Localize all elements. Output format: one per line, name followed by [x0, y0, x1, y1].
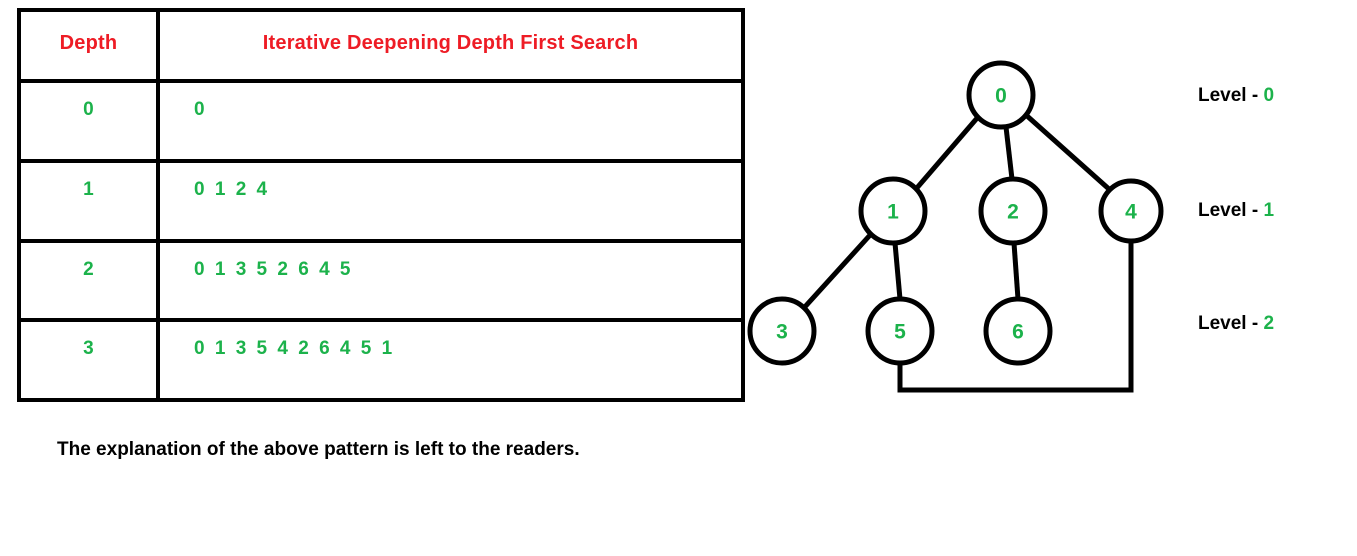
edge-5-4 [897, 238, 1134, 393]
node-circle [983, 296, 1053, 366]
node-3[interactable]: 3 [747, 296, 817, 366]
level-number: 0 [1263, 85, 1275, 106]
depth-value: 0 [83, 99, 94, 121]
edge-0-4 [1022, 111, 1114, 194]
sequence-value: 0 1 3 5 4 2 6 4 5 1 [194, 338, 395, 360]
edge-1-5 [892, 240, 903, 302]
table-header-row: Depth Iterative Deepening Depth First Se… [17, 7, 745, 84]
iddfs-table: Depth Iterative Deepening Depth First Se… [17, 7, 745, 402]
edge-1-3 [799, 230, 875, 313]
header-cell-sequence: Iterative Deepening Depth First Search [156, 7, 745, 84]
sequence-value: 0 1 3 5 2 6 4 5 [194, 258, 353, 280]
cell-sequence: 0 1 2 4 [156, 159, 745, 243]
node-label: 3 [776, 321, 788, 344]
depth-value: 2 [83, 258, 94, 280]
table-row: 1 0 1 2 4 [17, 159, 745, 243]
level-label-1: Level - 1 [1198, 200, 1274, 222]
level-label-0: Level - 0 [1198, 85, 1274, 107]
node-label: 0 [995, 85, 1007, 108]
node-label: 5 [894, 321, 906, 344]
node-label: 6 [1012, 321, 1024, 344]
node-label: 1 [887, 201, 899, 224]
cell-depth: 1 [17, 159, 160, 243]
edge-0-2 [1003, 124, 1015, 182]
edge-2-6 [1011, 240, 1021, 302]
node-circle [858, 176, 928, 246]
node-circle [865, 296, 935, 366]
node-1[interactable]: 1 [858, 176, 928, 246]
node-6[interactable]: 6 [983, 296, 1053, 366]
cell-sequence: 0 [156, 79, 745, 164]
cell-depth: 2 [17, 238, 160, 323]
table-body: Depth Iterative Deepening Depth First Se… [17, 7, 745, 402]
level-prefix: Level - [1198, 85, 1264, 106]
sequence-value: 0 1 2 4 [194, 179, 270, 201]
level-label-2: Level - 2 [1198, 313, 1274, 335]
node-label: 2 [1007, 201, 1019, 224]
cell-sequence: 0 1 3 5 4 2 6 4 5 1 [156, 318, 745, 402]
header-depth-label: Depth [59, 32, 118, 54]
cell-depth: 0 [17, 79, 160, 164]
cell-sequence: 0 1 3 5 2 6 4 5 [156, 238, 745, 323]
node-circle [966, 60, 1036, 130]
caption-text: The explanation of the above pattern is … [57, 439, 580, 460]
node-4[interactable]: 4 [1098, 178, 1164, 244]
node-circle [978, 176, 1048, 246]
node-circle [747, 296, 817, 366]
node-2[interactable]: 2 [978, 176, 1048, 246]
depth-value: 3 [83, 338, 94, 360]
tree-graph-svg: 0 1 2 4 3 5 6 [747, 60, 1164, 393]
node-0[interactable]: 0 [966, 60, 1036, 130]
cell-depth: 3 [17, 318, 160, 402]
table-row: 2 0 1 3 5 2 6 4 5 [17, 238, 745, 323]
level-prefix: Level - [1198, 313, 1264, 334]
node-5[interactable]: 5 [865, 296, 935, 366]
level-number: 2 [1263, 313, 1275, 334]
level-prefix: Level - [1198, 200, 1264, 221]
node-circle [1098, 178, 1164, 244]
table-row: 0 0 [17, 79, 745, 164]
graph-edges [799, 111, 1134, 393]
depth-value: 1 [83, 179, 94, 201]
level-number: 1 [1263, 200, 1275, 221]
header-cell-depth: Depth [17, 7, 160, 84]
tree-graph: 0 1 2 4 3 5 6 [735, 55, 1185, 405]
sequence-value: 0 [194, 99, 208, 121]
edge-0-1 [912, 113, 982, 193]
graph-nodes: 0 1 2 4 3 5 6 [747, 60, 1164, 366]
header-sequence-label: Iterative Deepening Depth First Search [262, 32, 639, 54]
node-label: 4 [1125, 201, 1137, 224]
table-row: 3 0 1 3 5 4 2 6 4 5 1 [17, 318, 745, 402]
